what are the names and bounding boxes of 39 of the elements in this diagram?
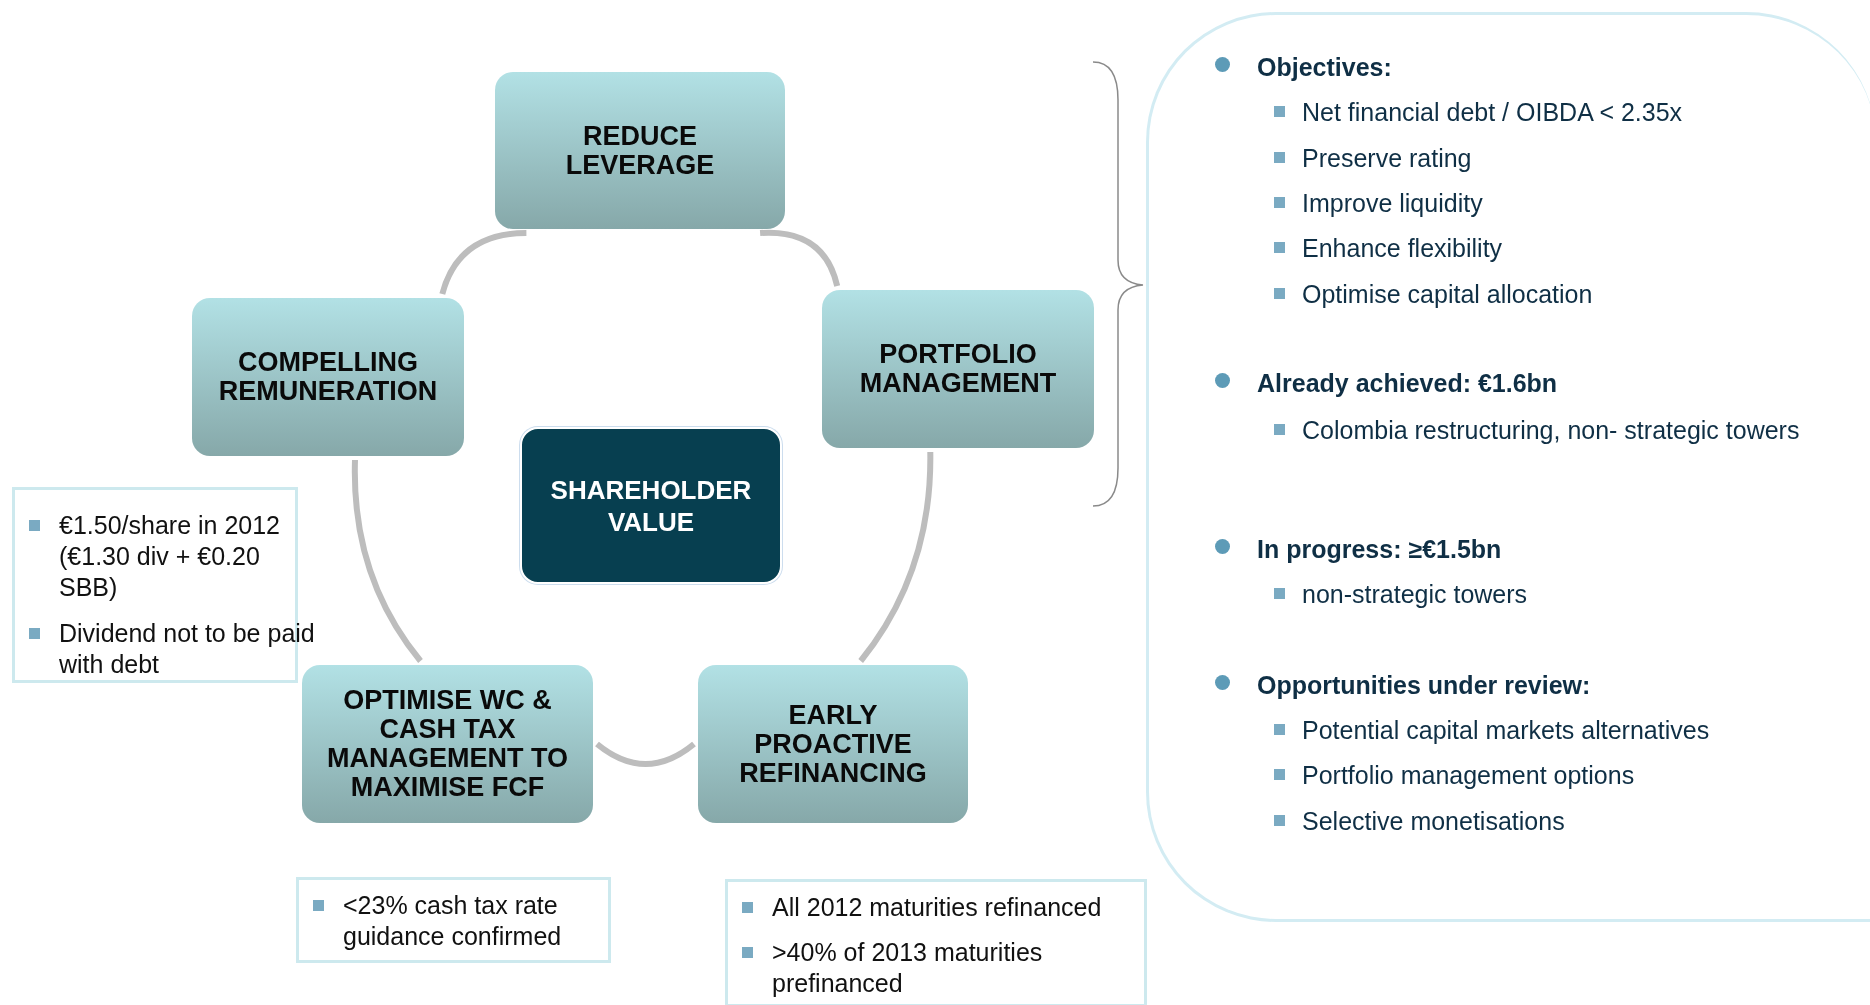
connector-arc bbox=[760, 229, 841, 287]
connector-arc bbox=[439, 230, 527, 295]
note-box bbox=[296, 877, 611, 963]
note-box bbox=[725, 879, 1147, 1005]
bullet-text: Preserve rating bbox=[1302, 142, 1473, 174]
process-box bbox=[302, 665, 593, 823]
box-title: REDUCE LEVERAGE bbox=[564, 121, 716, 180]
box-title: PORTFOLIO MANAGEMENT bbox=[858, 340, 1058, 398]
bullet-text: <23% cash tax rate guidance confirmed bbox=[343, 890, 563, 952]
section-heading: Already achieved: €1.6bn bbox=[1257, 368, 1559, 399]
bullet-text: Portfolio management options bbox=[1302, 760, 1636, 792]
connector-arc bbox=[595, 741, 696, 767]
bullet-text: Selective monetisations bbox=[1302, 805, 1566, 837]
bullet-text: Improve liquidity bbox=[1302, 187, 1484, 219]
hub-box bbox=[520, 427, 782, 584]
bullet-text: €1.50/share in 2012 (€1.30 div + €0.20 SBB) bbox=[59, 510, 281, 603]
bullet-text: non-strategic towers bbox=[1302, 579, 1529, 611]
section-heading: Opportunities under review: bbox=[1257, 669, 1592, 701]
box-title: EARLY PROACTIVE REFINANCING bbox=[738, 700, 928, 788]
process-box bbox=[822, 290, 1094, 448]
summary-panel bbox=[1146, 12, 1870, 922]
process-box bbox=[698, 665, 968, 823]
bullet-text: All 2012 maturities refinanced bbox=[772, 892, 1103, 923]
box-title: SHAREHOLDER VALUE bbox=[549, 473, 753, 538]
box-title: COMPELLING REMUNERATION bbox=[217, 348, 439, 406]
bullet-text: Dividend not to be paid with debt bbox=[59, 618, 316, 680]
connector-arc bbox=[351, 459, 423, 663]
bullet-text: Net financial debt / OIBDA < 2.35x bbox=[1302, 97, 1684, 129]
bullet-text: Optimise capital allocation bbox=[1302, 278, 1594, 310]
box-title: OPTIMISE WC & CASH TAX MANAGEMENT TO MAXIMISE FCF bbox=[326, 686, 569, 802]
bullet-text: Enhance flexibility bbox=[1302, 233, 1504, 265]
connector-arc bbox=[858, 451, 934, 663]
process-box bbox=[192, 298, 464, 456]
process-box bbox=[495, 72, 785, 229]
section-heading: Objectives: bbox=[1257, 51, 1393, 83]
section-heading: In progress: ≥€1.5bn bbox=[1257, 533, 1503, 565]
bullet-text: >40% of 2013 maturities prefinanced bbox=[772, 937, 1044, 999]
bullet-text: Potential capital markets alternatives bbox=[1302, 715, 1711, 747]
bullet-text: Colombia restructuring, non- strategic towers bbox=[1302, 414, 1801, 446]
